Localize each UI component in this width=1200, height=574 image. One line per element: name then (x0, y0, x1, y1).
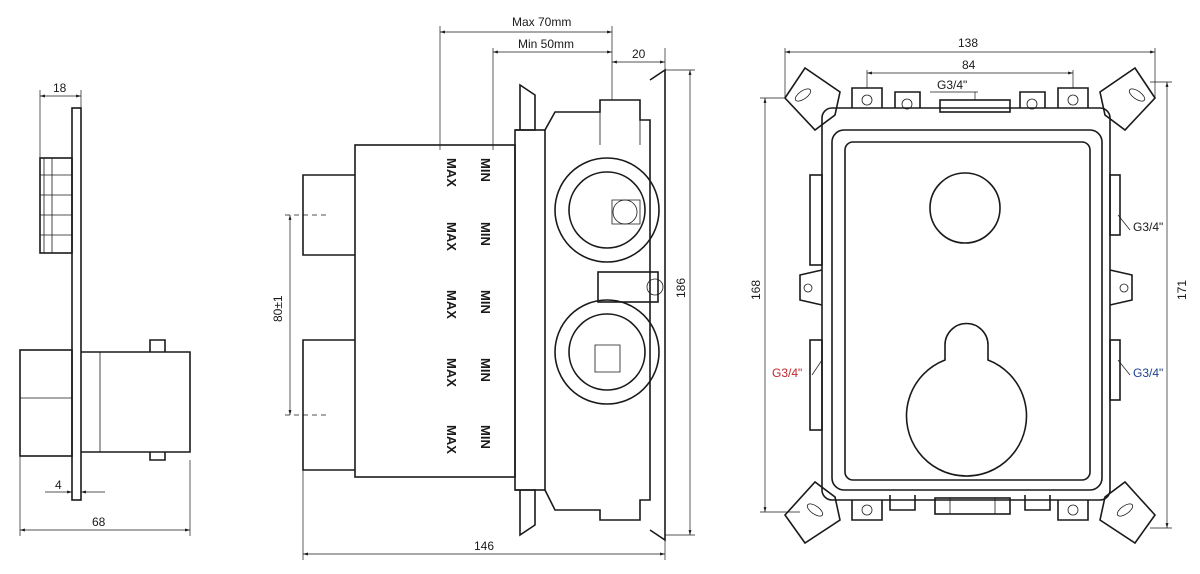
mount-ear-top-right (1099, 66, 1157, 132)
dim-20: 20 (632, 47, 646, 61)
front-view: 138 84 G3/4" 168 171 G3/4" G3/4" G3/4" (749, 36, 1189, 545)
cover-plate (71, 107, 82, 501)
port-label-right-upper: G3/4" (1133, 220, 1163, 234)
svg-text:MIN: MIN (478, 158, 493, 182)
svg-text:MAX: MAX (444, 358, 459, 387)
mount-ear-top-left (783, 66, 841, 132)
mount-ear-bottom-right (1099, 480, 1157, 545)
svg-text:MAX: MAX (444, 158, 459, 187)
outlet-lower (302, 339, 355, 471)
outlet-upper (302, 174, 355, 256)
front-panel (844, 141, 1091, 481)
upper-valve-port (554, 157, 660, 263)
port-label-top: G3/4" (937, 78, 967, 92)
svg-text:MIN: MIN (478, 290, 493, 314)
top-port-fitting (939, 99, 1011, 113)
svg-text:MAX: MAX (444, 222, 459, 251)
svg-text:MAX: MAX (444, 425, 459, 454)
lower-valve-port (554, 299, 660, 405)
side-mount-tabs (799, 174, 1133, 431)
section-view: MAX MAX MAX MAX MAX MIN MIN MIN MIN MIN … (271, 15, 695, 560)
valve-body-side (81, 351, 191, 453)
port-label-cold: G3/4" (1133, 366, 1163, 380)
box-outline (821, 107, 1111, 501)
knob-upper (39, 157, 73, 254)
dim-80: 80±1 (271, 295, 285, 322)
dim-68: 68 (92, 515, 106, 529)
dim-186: 186 (674, 278, 688, 298)
handle-lower (19, 349, 73, 457)
port-label-hot: G3/4" (772, 366, 802, 380)
dim-18: 18 (53, 81, 67, 95)
bottom-port-fitting (934, 497, 1011, 515)
mount-ear-bottom-left (783, 480, 841, 545)
dim-168: 168 (749, 280, 763, 300)
side-view: 18 4 68 (19, 81, 191, 536)
dim-min-50mm: Min 50mm (518, 37, 574, 51)
lower-opening (905, 322, 1028, 477)
svg-text:MIN: MIN (478, 358, 493, 382)
valve-housing (544, 99, 651, 521)
dim-146: 146 (474, 539, 494, 553)
svg-text:MIN: MIN (478, 425, 493, 449)
bottom-mount-tabs (851, 495, 1089, 521)
upper-opening (929, 172, 1001, 244)
dim-84: 84 (962, 58, 976, 72)
dim-4: 4 (55, 478, 62, 492)
svg-text:MAX: MAX (444, 290, 459, 319)
max-min-scale: MAX MAX MAX MAX MAX MIN MIN MIN MIN MIN (444, 158, 493, 454)
dim-138: 138 (958, 36, 978, 50)
dim-max-70mm: Max 70mm (512, 15, 571, 29)
svg-text:MIN: MIN (478, 222, 493, 246)
dim-171: 171 (1175, 280, 1189, 300)
